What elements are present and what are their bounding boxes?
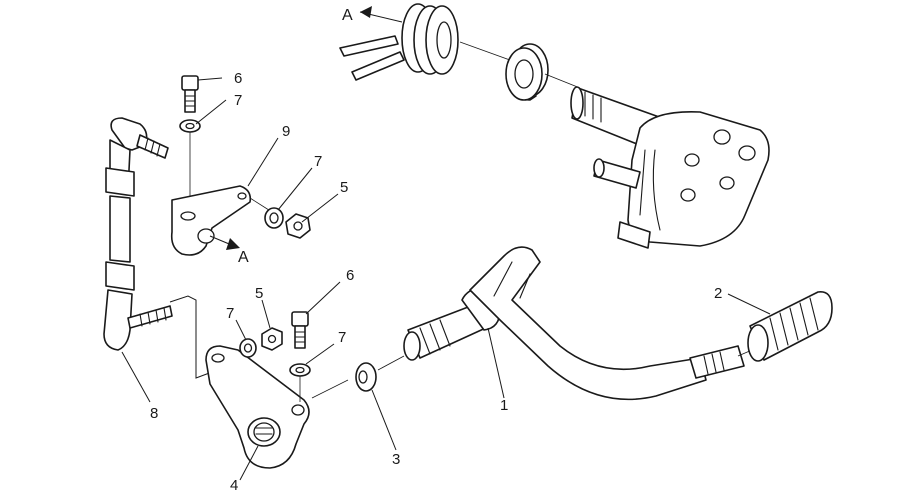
direction-arrow-mid	[209, 235, 240, 250]
torsion-spring	[339, 3, 459, 81]
leader-6-lower	[305, 281, 341, 315]
mounting-plate-assembly	[570, 86, 770, 249]
leader-7-lower	[305, 343, 335, 365]
callout-5-upper: 5	[340, 179, 348, 196]
leader-4	[239, 445, 259, 481]
bolt-upper	[181, 75, 199, 113]
lever-arm	[205, 345, 310, 469]
callout-4: 4	[230, 477, 238, 493]
axis-line-shaft	[377, 355, 405, 371]
linkage-rod	[103, 117, 173, 351]
leader-7-right	[277, 167, 313, 211]
footpeg-rubber	[747, 291, 833, 362]
leader-5-upper	[301, 193, 339, 223]
hidden-axis-line	[169, 295, 213, 379]
callout-6-upper: 6	[234, 70, 242, 87]
leader-2	[727, 293, 771, 315]
callout-7-lower: 7	[338, 329, 346, 346]
direction-arrow-top	[359, 6, 403, 23]
bolt-lower	[291, 311, 309, 349]
bushing	[505, 43, 549, 101]
nut-upper	[285, 213, 311, 239]
axis-line-spring	[459, 41, 511, 61]
arm-upper	[170, 185, 252, 256]
washer-right-upper	[264, 207, 284, 229]
callout-3: 3	[392, 451, 400, 468]
leader-8	[121, 351, 151, 403]
leader-1	[487, 327, 505, 399]
axis-line-washer	[311, 379, 349, 399]
leader-6-upper	[197, 77, 223, 81]
callout-2: 2	[714, 285, 722, 302]
washer-upper	[179, 119, 201, 133]
leader-3	[371, 389, 397, 451]
callout-6-lower: 6	[346, 267, 354, 284]
callout-7-lower-left: 7	[226, 305, 234, 322]
leader-9	[247, 137, 279, 187]
thrust-washer	[355, 362, 377, 392]
callout-8: 8	[150, 405, 158, 422]
arrow-label-mid: A	[238, 249, 249, 266]
washer-lower	[289, 363, 311, 377]
arrow-label-top: A	[342, 7, 353, 24]
callout-7-upper: 7	[234, 92, 242, 109]
callout-7-right: 7	[314, 153, 322, 170]
pedal-lever	[403, 246, 745, 401]
nut-lower	[261, 327, 283, 351]
leader-7-lower-left	[235, 319, 247, 341]
callout-9: 9	[282, 123, 290, 140]
washer-lower-left	[239, 338, 257, 358]
leader-7-upper	[195, 99, 227, 125]
leader-5-lower	[261, 299, 271, 329]
callout-5-lower: 5	[255, 285, 263, 302]
axis-line-bushing	[544, 73, 581, 89]
callout-1: 1	[500, 397, 508, 414]
